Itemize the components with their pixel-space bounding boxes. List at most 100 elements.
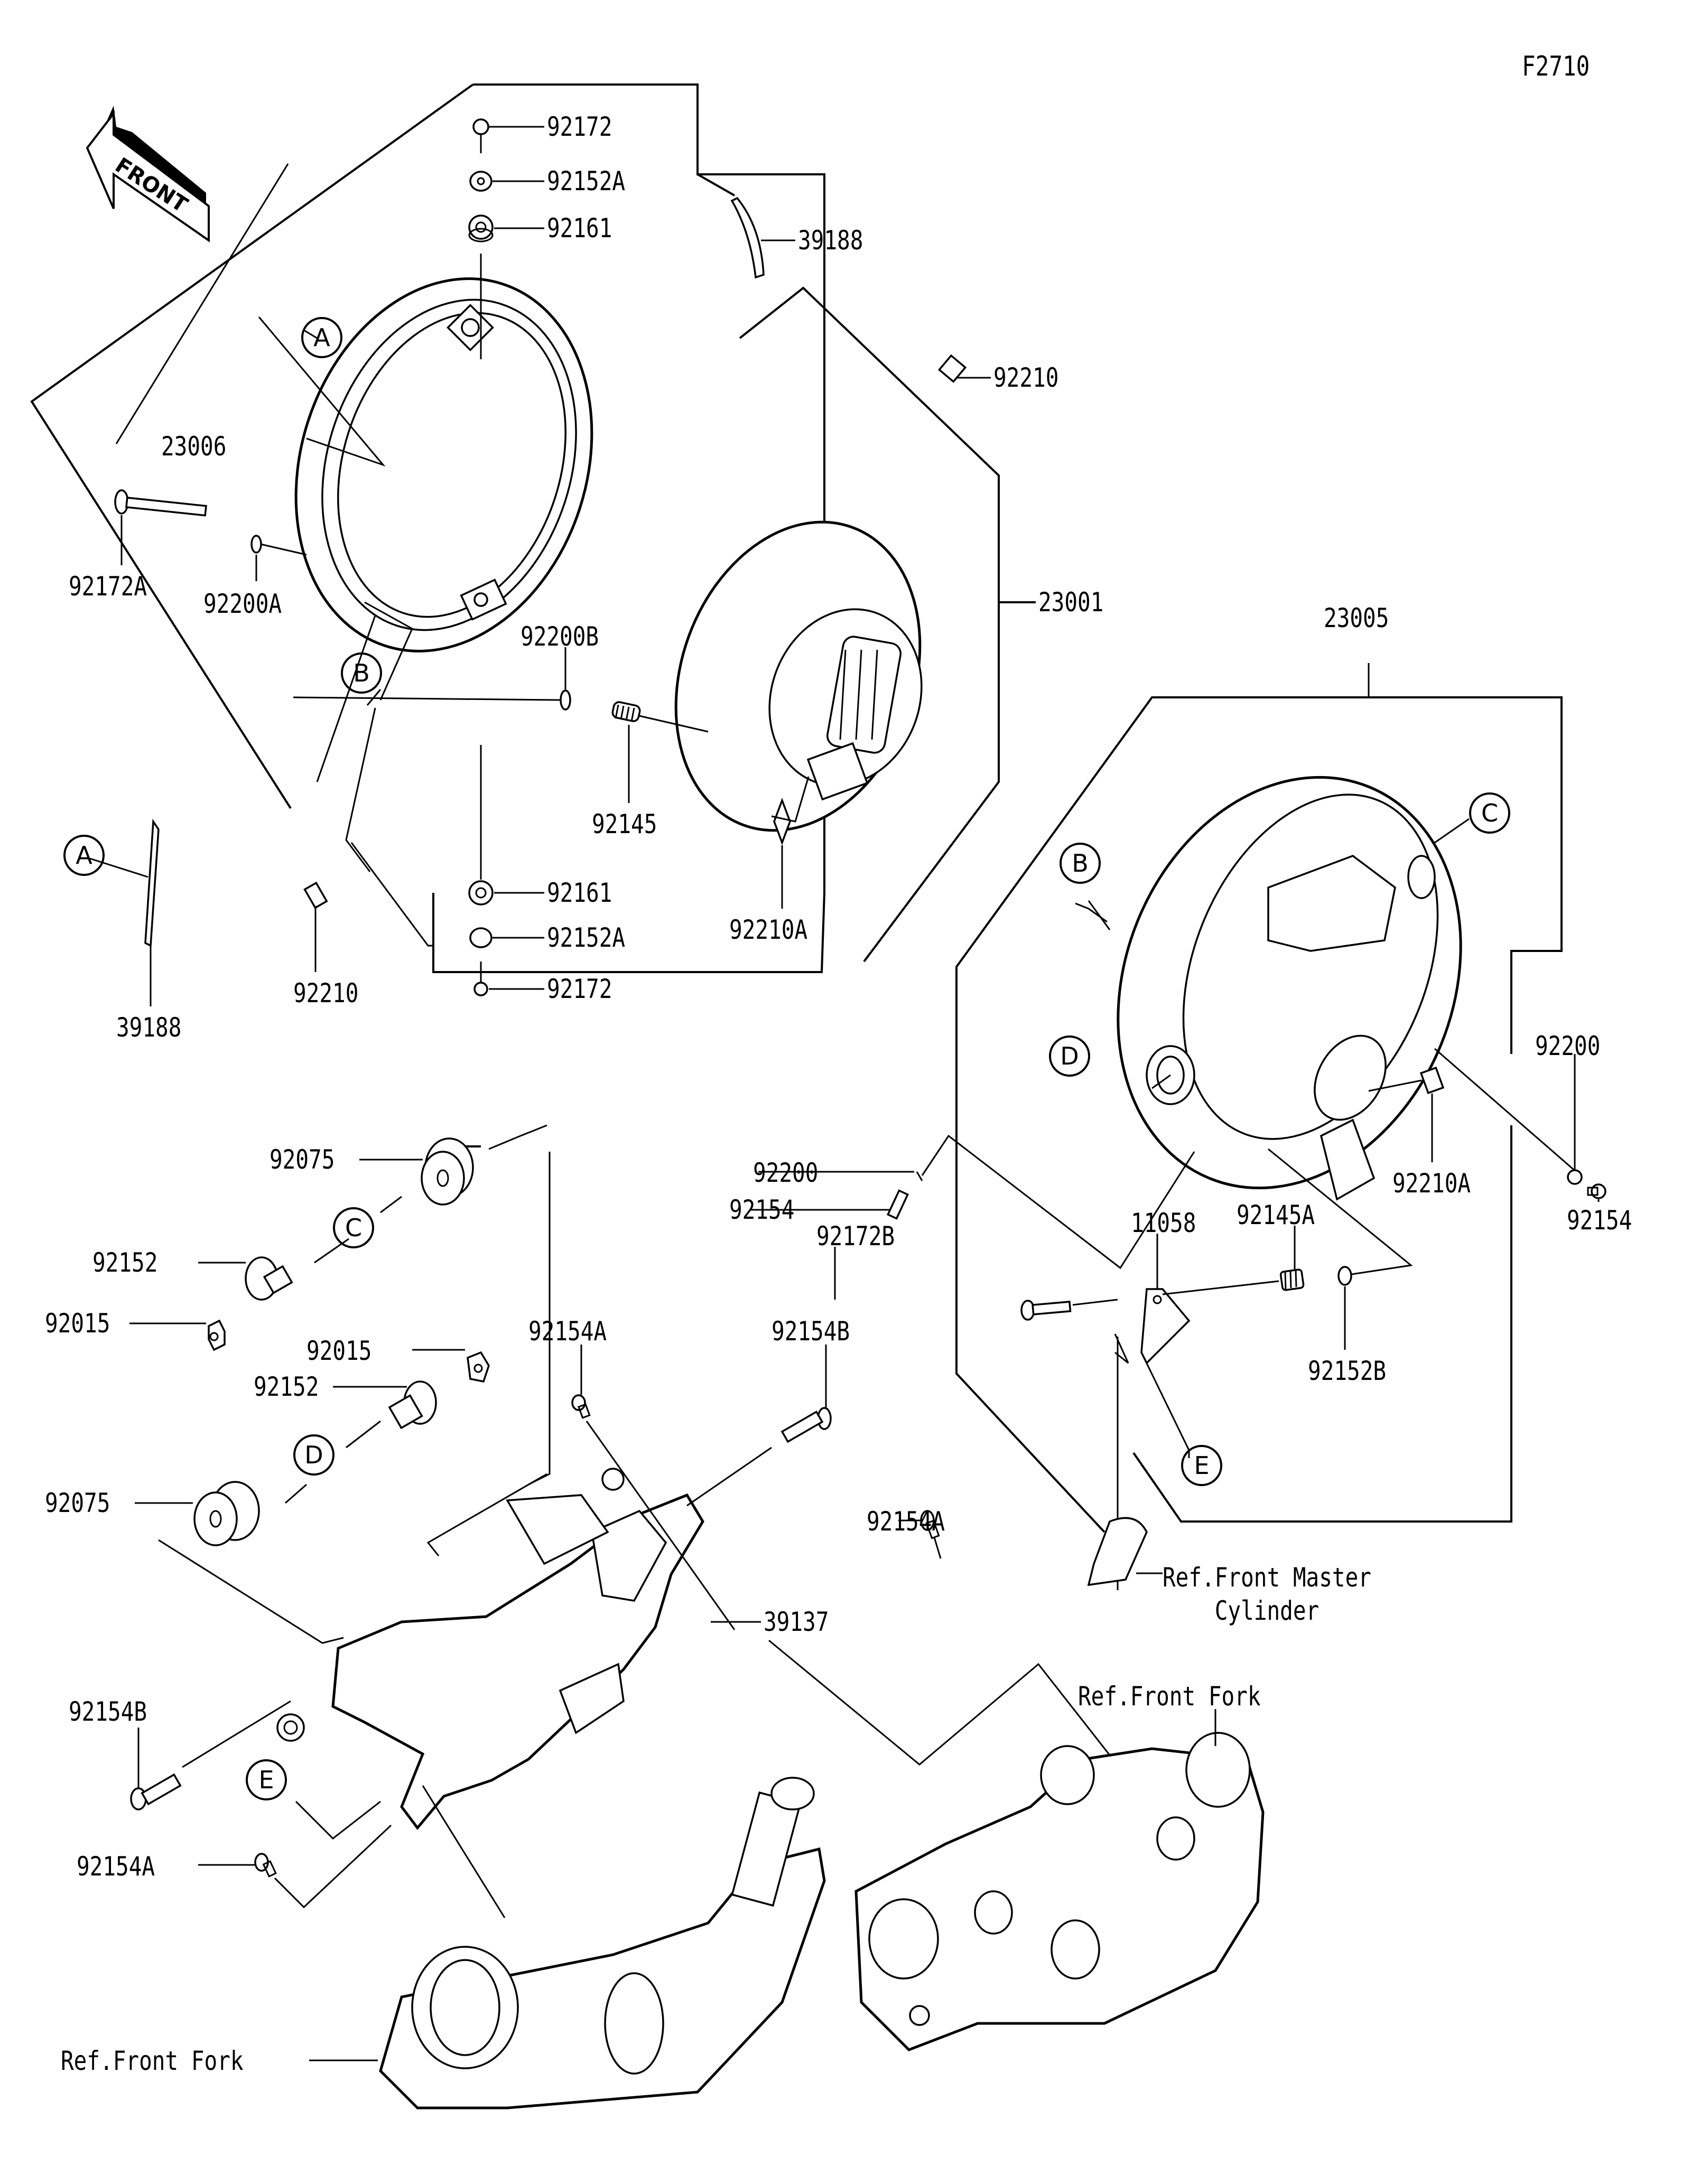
callout-e-left: E: [246, 1759, 287, 1800]
nut-92015-right-icon: [467, 1351, 490, 1383]
collar-92152-top-icon: [245, 1256, 293, 1301]
part-label-92154B-mid[interactable]: 92154B: [772, 1316, 850, 1347]
leader-line: [1075, 902, 1108, 923]
headlamp-rim-part: [294, 277, 593, 652]
part-label-39188-bottom[interactable]: 39188: [116, 1012, 182, 1043]
leader-line: [1151, 1074, 1171, 1089]
part-label-23001[interactable]: 23001: [1038, 587, 1104, 618]
part-label-92075-bottom[interactable]: 92075: [45, 1488, 110, 1518]
part-label-92145[interactable]: 92145: [592, 809, 657, 839]
part-label-92200B[interactable]: 92200B: [521, 621, 599, 652]
leader-line: [274, 1824, 392, 1909]
leader-line: [426, 1473, 547, 1556]
headlamp-unit-part: [674, 520, 923, 832]
screw-92154-right-icon: [1587, 1183, 1606, 1199]
part-label-92161-bottom[interactable]: 92161: [547, 878, 612, 908]
part-label-92154B-left[interactable]: 92154B: [69, 1696, 147, 1727]
part-label-23005[interactable]: 23005: [1324, 603, 1389, 633]
part-label-39188-top[interactable]: 39188: [798, 225, 863, 256]
leader-line: [520, 1124, 547, 1137]
lower-triple-clamp-part: [379, 1777, 826, 2110]
part-label-92200A[interactable]: 92200A: [203, 589, 282, 619]
callout-a-top: A: [301, 317, 342, 358]
part-label-92015-left[interactable]: 92015: [45, 1308, 110, 1339]
callout-c-left: C: [333, 1207, 374, 1248]
part-label-92154A-mid[interactable]: 92154A: [528, 1316, 607, 1347]
leader-line: [182, 1700, 291, 1768]
leader-line: [771, 776, 810, 823]
damper-92075-top-icon: [421, 1137, 474, 1206]
part-label-92152-bottom[interactable]: 92152: [254, 1371, 319, 1402]
group-bracket-23005: [955, 1183, 1105, 1533]
part-label-92145A[interactable]: 92145A: [1237, 1200, 1315, 1230]
part-label-92200-right[interactable]: 92200: [1535, 1031, 1601, 1061]
screw-92154A-right-icon: [920, 1510, 940, 1539]
leader-line: [115, 163, 289, 444]
leader-line: [260, 543, 307, 556]
part-label-92075-top[interactable]: 92075: [270, 1144, 335, 1175]
part-label-92172-top[interactable]: 92172: [547, 111, 612, 142]
leader-line: [1140, 1352, 1190, 1458]
nut-92210A-right-icon: [1419, 1066, 1445, 1095]
master-cylinder-clamp-icon: [1087, 1517, 1148, 1586]
part-label-11058[interactable]: 11058: [1131, 1208, 1196, 1238]
screw-92172-bottom-icon: [473, 962, 488, 996]
part-label-92154A-left[interactable]: 92154A: [77, 1851, 155, 1882]
part-label-92172-bottom[interactable]: 92172: [547, 974, 612, 1004]
part-label-92152A-bottom[interactable]: 92152A: [547, 922, 626, 953]
part-label-92210A-left[interactable]: 92210A: [729, 914, 808, 945]
washer-92200-mid-icon: [916, 1171, 923, 1181]
collar-92152B-icon: [1337, 1266, 1352, 1286]
ref-label-front-fork-right: Ref.Front Fork: [1078, 1681, 1261, 1712]
callout-c-right: C: [1469, 792, 1510, 834]
leader-line: [346, 1420, 381, 1449]
leader-line: [422, 1785, 506, 1918]
leader-line: [285, 1483, 307, 1504]
spring-92145A-icon: [1279, 1268, 1305, 1291]
damper-92161-top-icon: [468, 214, 494, 242]
part-label-92154-mid[interactable]: 92154: [729, 1194, 795, 1225]
part-label-92210A-right[interactable]: 92210A: [1392, 1168, 1471, 1199]
part-label-92172A[interactable]: 92172A: [69, 571, 147, 602]
front-arrow-icon: FRONT: [86, 106, 210, 242]
damper-92161-bottom-icon: [468, 880, 494, 906]
callout-d-right: D: [1049, 1035, 1090, 1077]
nut-92015-left-icon: [208, 1319, 226, 1351]
leader-line: [1434, 818, 1470, 844]
upper-triple-clamp-part: [854, 1732, 1265, 2051]
ref-label-front-master-cylinder: Ref.Front Master Cylinder: [1163, 1562, 1371, 1626]
part-label-92210-bottom[interactable]: 92210: [293, 978, 359, 1009]
callout-e-right: E: [1181, 1445, 1222, 1486]
bracket-11058-icon: [1140, 1288, 1191, 1365]
callout-a-bottom: A: [63, 835, 105, 876]
callout-b-left: B: [341, 652, 382, 694]
group-bracket-left: [30, 83, 474, 809]
part-label-92152A-top[interactable]: 92152A: [547, 166, 626, 197]
leader-line: [739, 286, 1000, 963]
part-label-92152B[interactable]: 92152B: [1308, 1356, 1387, 1386]
group-bracket-23005: [1132, 1125, 1512, 1523]
headlamp-stay-part: [276, 1468, 704, 1831]
washer-92200-right-icon: [1567, 1169, 1583, 1185]
leader-line: [488, 1135, 521, 1150]
collar-92152-bottom-icon: [388, 1380, 437, 1430]
part-label-92154-right[interactable]: 92154: [1567, 1205, 1632, 1236]
leader-line: [380, 1196, 402, 1214]
leader-line: [1368, 1079, 1422, 1092]
part-label-92172B[interactable]: 92172B: [816, 1221, 895, 1252]
callout-d-left: D: [293, 1434, 335, 1476]
ref-label-front-fork-left: Ref.Front Fork: [61, 2046, 244, 2076]
part-label-39137[interactable]: 39137: [764, 1607, 829, 1637]
part-label-23006[interactable]: 23006: [161, 431, 227, 462]
part-label-92015-right[interactable]: 92015: [306, 1336, 372, 1366]
bolt-92172B-icon: [1020, 1300, 1072, 1321]
part-label-92154A-right[interactable]: 92154A: [867, 1506, 945, 1537]
part-label-92210-top[interactable]: 92210: [993, 362, 1059, 393]
part-label-92152-top[interactable]: 92152: [92, 1247, 158, 1278]
part-label-92200-mid[interactable]: 92200: [753, 1158, 819, 1188]
screw-92154-mid-icon: [886, 1189, 909, 1220]
pad-39188-bottom-icon: [144, 818, 160, 947]
part-label-92161-top[interactable]: 92161: [547, 213, 612, 244]
bolt-92154B-left-icon: [130, 1773, 182, 1810]
leader-line: [686, 1446, 772, 1507]
